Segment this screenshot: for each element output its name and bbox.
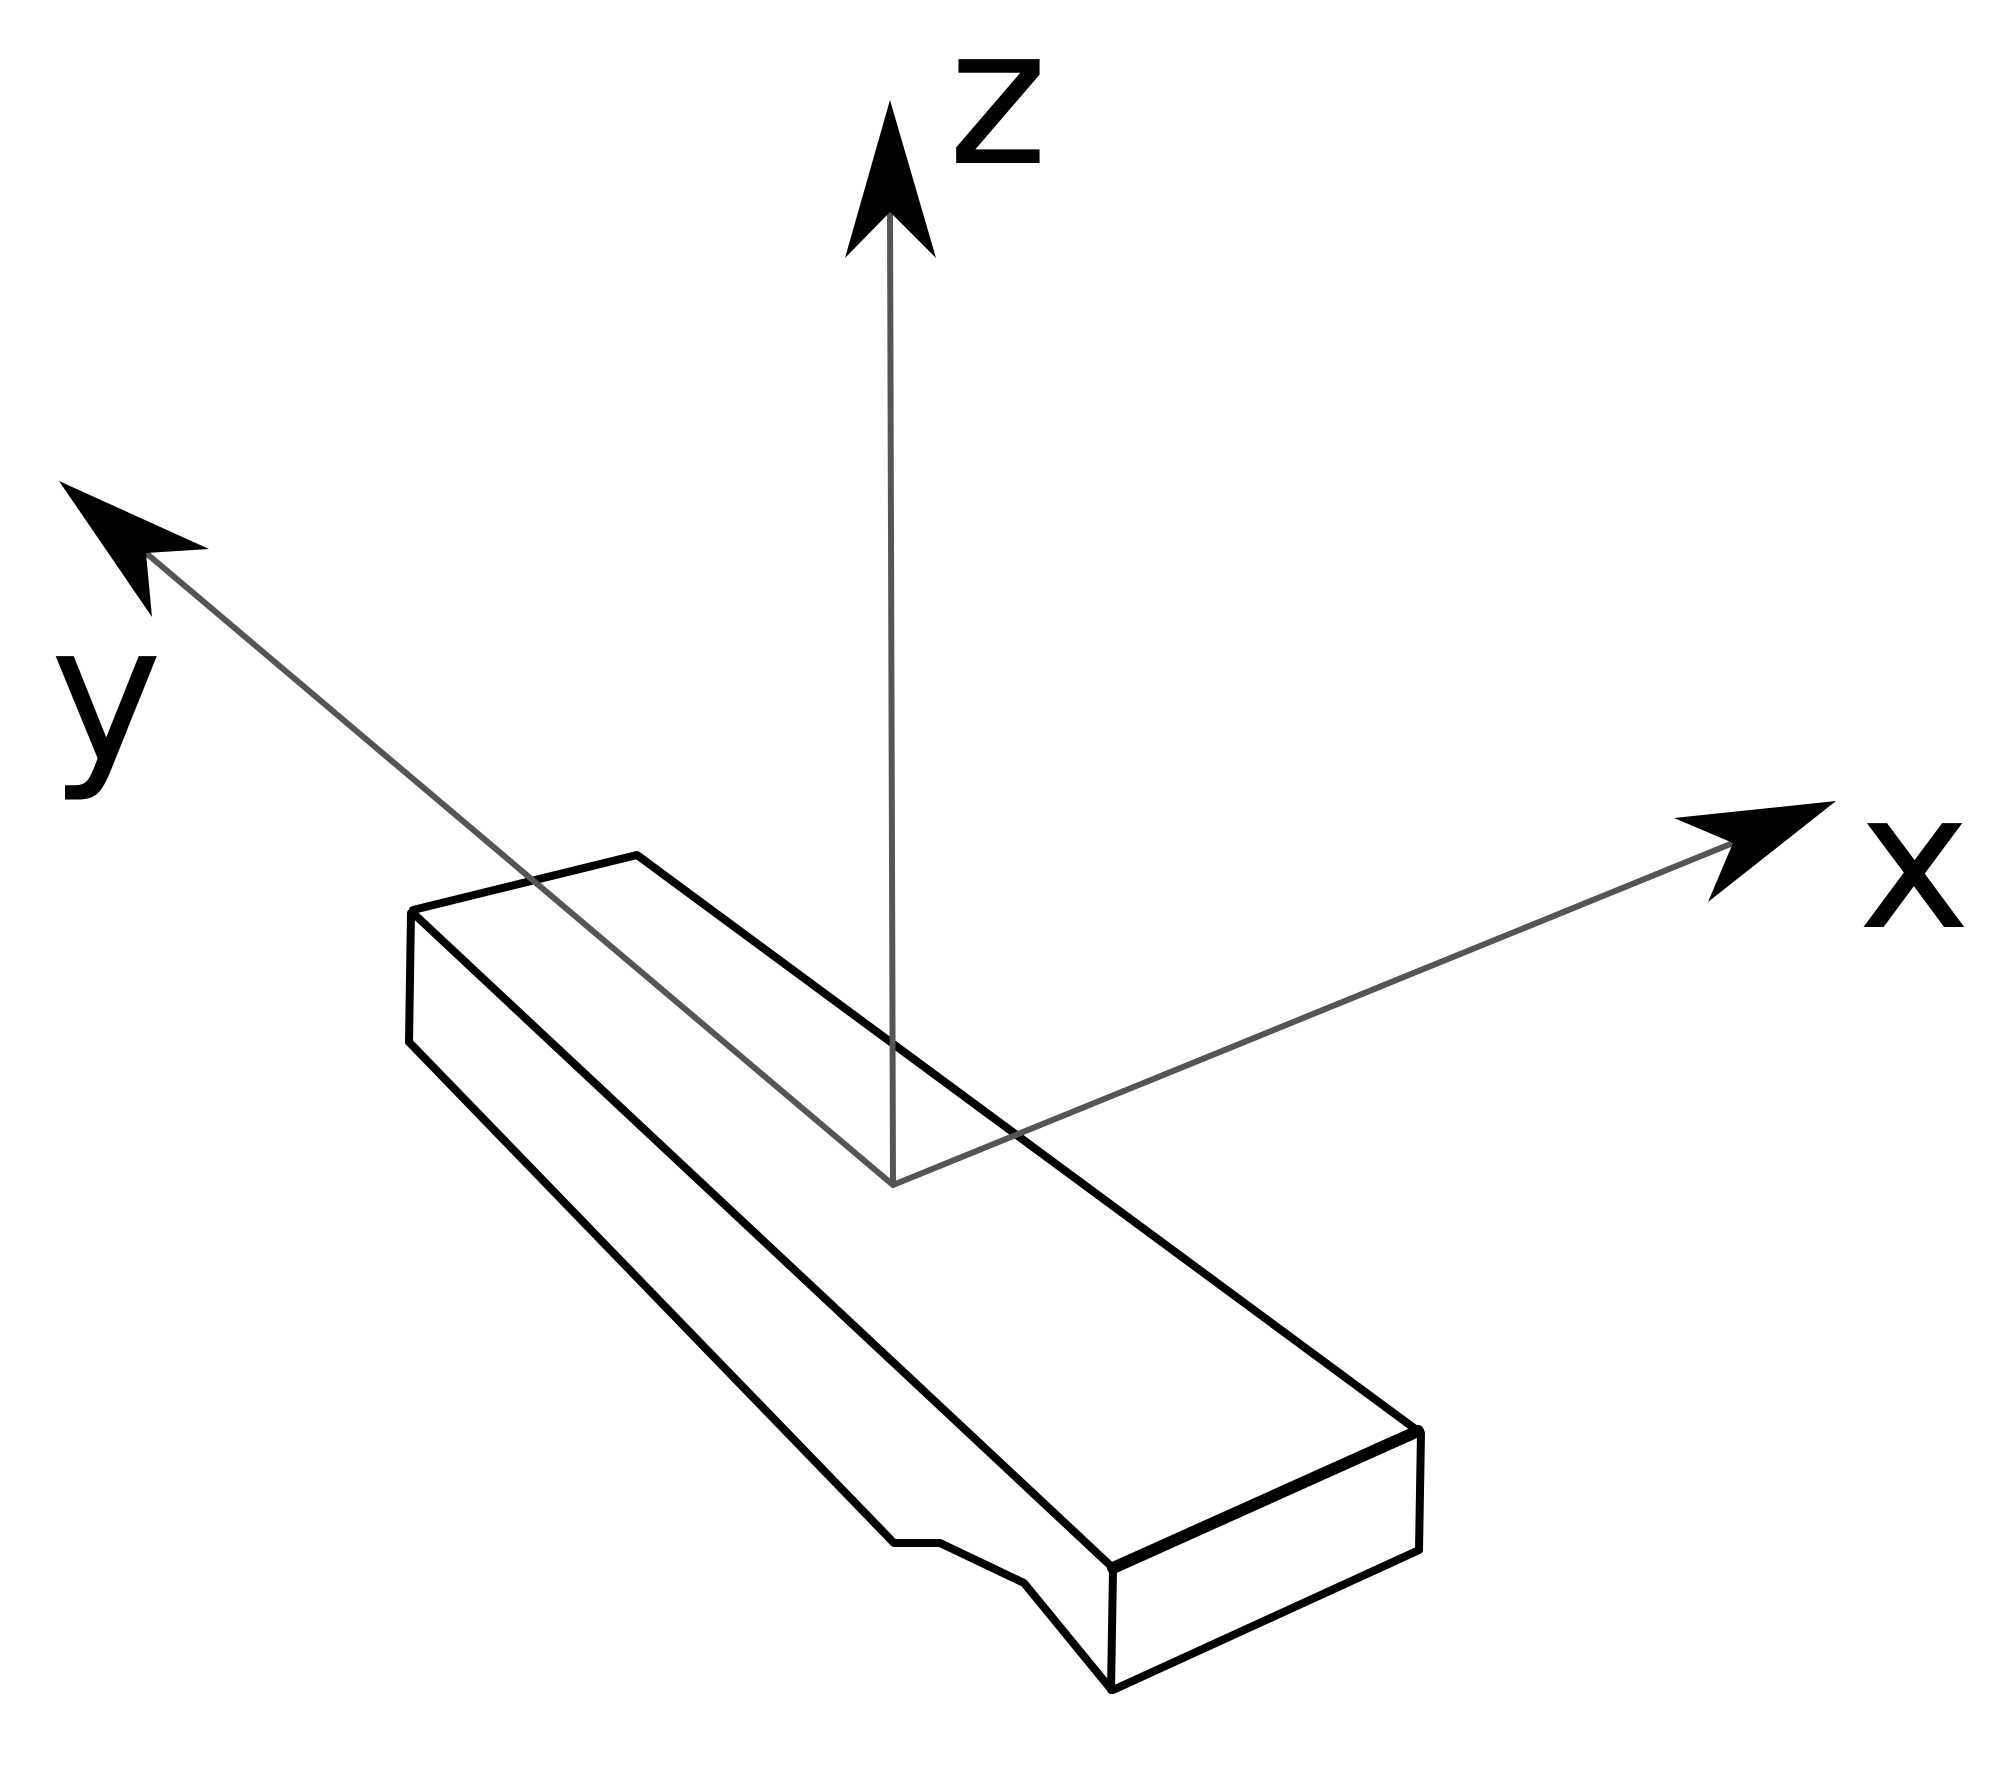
- z-axis-label: z: [948, 0, 1048, 208]
- beam-front-vertical-edge: [1107, 1566, 1117, 1694]
- beam-top-right-edge: [1107, 1425, 1424, 1574]
- y-axis-arrowhead: [59, 481, 209, 617]
- beam-top-back-edge: [409, 851, 1422, 1435]
- y-axis-label: y: [50, 584, 162, 805]
- z-axis-arrowhead: [845, 100, 936, 258]
- beam: [405, 851, 1425, 1694]
- axes: [59, 100, 1836, 1188]
- beam-bottom-profile-edge: [405, 1038, 1114, 1692]
- beam-bottom-right-edge: [1109, 1547, 1421, 1694]
- x-axis-line: [890, 840, 1736, 1188]
- x-axis-label: x: [1858, 751, 1970, 972]
- beam-top-front-edge: [409, 909, 1117, 1572]
- y-axis-line: [143, 550, 896, 1188]
- x-axis-arrowhead: [1674, 801, 1836, 902]
- beam-right-vertical-edge: [1415, 1429, 1425, 1554]
- z-axis-line: [887, 209, 896, 1188]
- beam-left-vertical-edge: [405, 909, 415, 1046]
